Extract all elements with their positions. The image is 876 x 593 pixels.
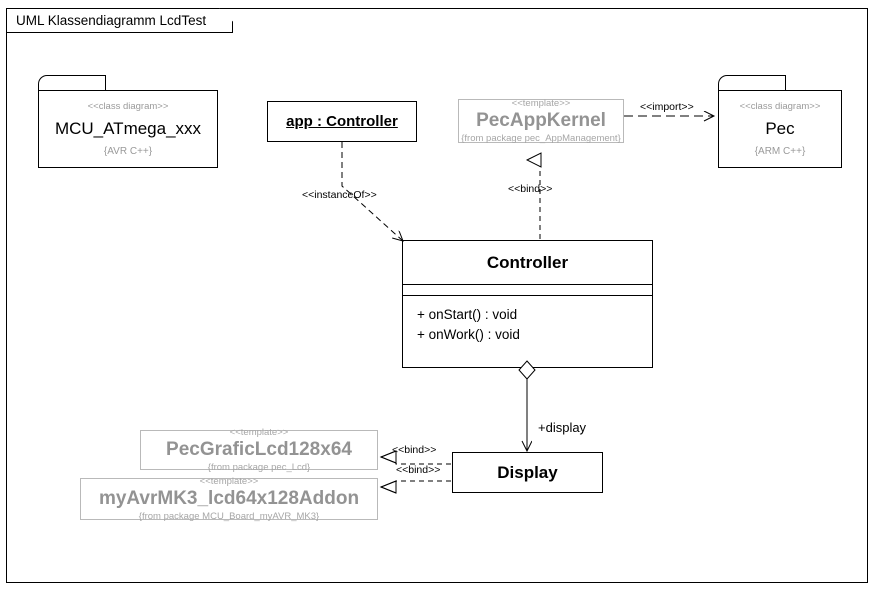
template-myavr-lcd-addon-stereotype: <<template>> [199, 475, 259, 487]
edge-label-bind-kernel: <<bind>> [508, 183, 553, 195]
class-controller-operations: + onStart() : void + onWork() : void [403, 296, 652, 344]
package-pec-constraint: {ARM C++} [754, 145, 806, 157]
edge-label-display-role: +display [538, 420, 587, 435]
package-pec[interactable]: <<class diagram>> Pec {ARM C++} [718, 90, 842, 168]
class-controller-operation: + onStart() : void [417, 307, 518, 322]
object-app-controller[interactable]: app : Controller [267, 101, 417, 142]
package-pec-name: Pec [765, 118, 795, 138]
edge-label-instance-of: <<instanceOf>> [302, 189, 377, 201]
template-pec-grafic-lcd-from: {from package pec_Lcd} [207, 461, 311, 473]
class-controller-name: Controller [403, 241, 652, 285]
template-pec-app-kernel[interactable]: <<template>> PecAppKernel {from package … [458, 97, 624, 144]
template-pec-app-kernel-stereotype: <<template>> [511, 97, 571, 109]
class-controller-operation: + onWork() : void [417, 326, 520, 342]
edge-label-import: <<import>> [640, 101, 694, 113]
package-mcu-constraint: {AVR C++} [103, 145, 153, 157]
template-pec-grafic-lcd-name: PecGraficLcd128x64 [166, 439, 352, 461]
package-mcu-name: MCU_ATmega_xxx [54, 118, 202, 138]
edge-label-bind-grafic: <<bind>> [392, 444, 437, 456]
template-pec-grafic-lcd[interactable]: <<template>> PecGraficLcd128x64 {from pa… [140, 426, 378, 473]
class-controller[interactable]: Controller + onStart() : void + onWork()… [402, 240, 653, 368]
template-myavr-lcd-addon-from: {from package MCU_Board_myAVR_MK3} [138, 510, 320, 522]
package-mcu-atmega[interactable]: <<class diagram>> MCU_ATmega_xxx {AVR C+… [38, 90, 218, 168]
class-display-name: Display [497, 462, 558, 482]
diagram-title-tab: UML Klassendiagramm LcdTest [6, 8, 233, 33]
template-myavr-lcd-addon[interactable]: <<template>> myAvrMK3_lcd64x128Addon {fr… [80, 475, 378, 522]
package-pec-stereotype: <<class diagram>> [739, 101, 821, 113]
class-controller-attributes [403, 285, 652, 296]
template-pec-app-kernel-from: {from package pec_AppManagement} [461, 132, 621, 144]
template-pec-app-kernel-name: PecAppKernel [476, 110, 606, 132]
object-app-controller-name: app : Controller [286, 113, 398, 130]
class-display[interactable]: Display [452, 452, 603, 493]
template-pec-grafic-lcd-stereotype: <<template>> [229, 426, 289, 438]
package-pec-tab [718, 75, 786, 91]
template-myavr-lcd-addon-name: myAvrMK3_lcd64x128Addon [98, 488, 360, 510]
package-mcu-tab [38, 75, 106, 91]
package-mcu-stereotype: <<class diagram>> [87, 101, 169, 113]
edge-label-bind-addon: <<bind>> [396, 464, 441, 476]
diagram-title: UML Klassendiagramm LcdTest [16, 13, 207, 28]
